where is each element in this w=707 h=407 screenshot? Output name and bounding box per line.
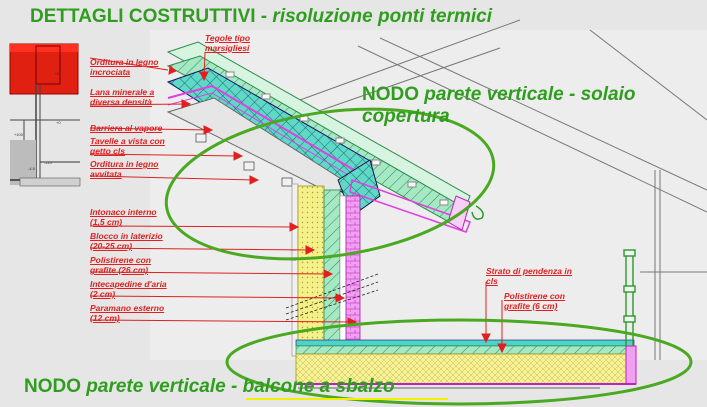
house-thumbnail: +100 +3 +0 -115 -4.5 <box>9 43 81 187</box>
thumb-dim-4: -115 <box>44 160 52 165</box>
node-roof-label: NODO parete verticale - solaio copertura <box>362 84 636 128</box>
leader-lines <box>89 51 507 354</box>
wall-section <box>291 183 361 357</box>
node-roof-plain: NODO <box>362 84 425 105</box>
thumb-dim-2: +3 <box>54 71 59 76</box>
node-balcony-plain: NODO <box>24 376 87 397</box>
label-blocco-laterizio: Blocco in laterizio(20-25 cm) <box>90 231 163 251</box>
balcony-railing <box>623 249 636 346</box>
title-italic: risoluzione ponti termici <box>272 6 492 27</box>
page-title: DETTAGLI COSTRUTTIVI - risoluzione ponti… <box>30 6 492 28</box>
balcony-section <box>295 339 637 389</box>
thumb-dim-5: -4.5 <box>28 166 36 171</box>
node-roof-line2: copertura <box>362 106 450 127</box>
section-lines <box>285 273 379 321</box>
node-balcony-italic: parete verticale - balcone a sbalzo <box>86 376 395 397</box>
node-roof-italic: parete verticale - solaio <box>424 84 636 105</box>
node-roof-ellipse <box>164 107 496 261</box>
node-balcony-ellipse <box>225 318 693 406</box>
label-intonaco: Intonaco interno(1,5 cm) <box>90 207 157 227</box>
label-intercapedine: Intecapedine d'aria(2 cm) <box>90 279 167 299</box>
title-main: DETTAGLI COSTRUTTIVI - <box>30 6 273 27</box>
roof-section <box>166 41 484 233</box>
label-barriera-vapore: Barriera al vapore <box>90 123 163 133</box>
label-paramano: Paramano esterno(12 cm) <box>90 303 165 323</box>
thumb-dim-1: +100 <box>14 132 24 137</box>
node-balcony-label: NODO parete verticale - balcone a sbalzo <box>24 376 395 398</box>
thumb-dim-3: +0 <box>56 120 61 125</box>
